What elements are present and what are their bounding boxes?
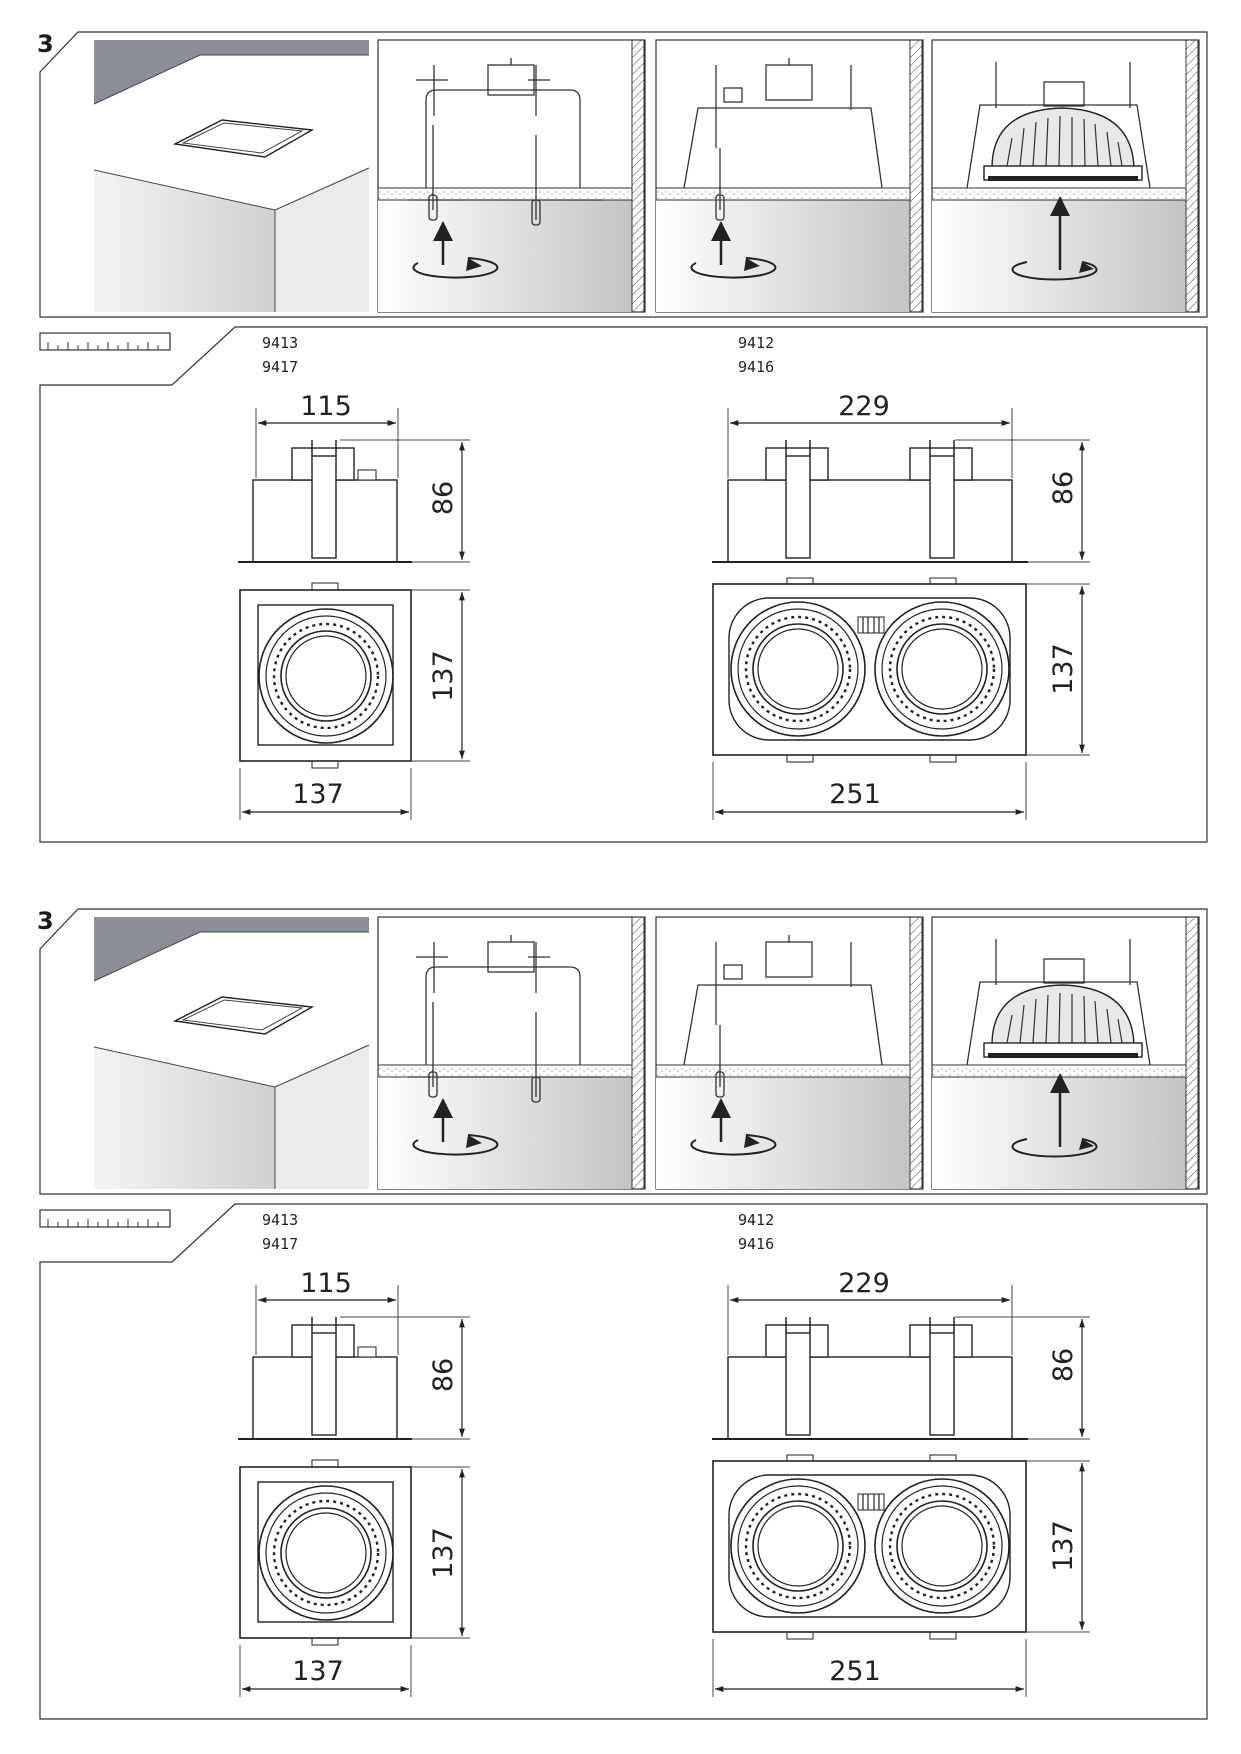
single-unit-front-width-dimension: 137	[239, 1645, 412, 1697]
model-number-double-a: 9412	[738, 1211, 774, 1229]
model-number-double-b: 9416	[738, 1235, 774, 1253]
rotation-arrow-icon	[1011, 261, 1098, 281]
steps-frame	[39, 31, 1208, 318]
model-number-single-a: 9413	[262, 1211, 298, 1229]
model-number-single-a: 9413	[262, 334, 298, 352]
single-unit-height-dimension: 86	[340, 1316, 470, 1440]
single-unit-height-dimension: 86	[340, 439, 470, 563]
single-unit-height-side-label: 86	[428, 1358, 459, 1392]
double-unit-width-front-label: 251	[829, 1656, 881, 1687]
ruler-icon	[39, 1209, 171, 1228]
ruler-icon	[39, 332, 171, 351]
instruction-sheet-1: 3	[37, 30, 1208, 843]
rotation-arrow-icon	[412, 257, 499, 279]
instruction-sheet-2: 3	[0, 877, 1241, 1754]
step-number: 3	[37, 907, 54, 935]
step-panel-insert	[377, 916, 646, 1190]
step-panel-insert	[377, 39, 646, 313]
double-unit-front-view	[712, 577, 1027, 763]
installation-diagram: 3	[37, 30, 1208, 843]
model-number-single-b: 9417	[262, 1235, 298, 1253]
double-unit-height-dimension: 86	[955, 439, 1090, 563]
single-unit-height-front-label: 137	[428, 1527, 459, 1579]
rotation-arrow-icon	[412, 1134, 499, 1156]
double-unit-height-dimension: 86	[955, 1316, 1090, 1440]
single-unit-front-view	[239, 582, 412, 769]
double-unit-height-front-label: 137	[1048, 1520, 1079, 1572]
single-unit-width-front-label: 137	[292, 779, 344, 810]
rotation-arrow-icon	[690, 1134, 777, 1156]
double-unit-width-front-label: 251	[829, 779, 881, 810]
lamp-reflector	[983, 107, 1143, 181]
double-unit-height-side-label: 86	[1048, 1348, 1079, 1382]
double-unit-width-top-label: 229	[838, 391, 890, 422]
dimensions-frame	[39, 1203, 1208, 1720]
single-unit-width-top-label: 115	[300, 1268, 352, 1299]
step-panel-tighten	[655, 916, 924, 1190]
double-unit-height-front-label: 137	[1048, 643, 1079, 695]
single-unit-width-front-label: 137	[292, 1656, 344, 1687]
single-unit-side-view	[238, 440, 412, 563]
model-number-double-a: 9412	[738, 334, 774, 352]
ceiling-cutout-illustration	[93, 40, 370, 312]
single-unit-front-width-dimension: 137	[239, 768, 412, 820]
model-number-single-b: 9417	[262, 358, 298, 376]
step-panel-tighten	[655, 39, 924, 313]
double-unit-front-height-dimension: 137	[1026, 1460, 1090, 1633]
rotation-arrow-icon	[690, 257, 777, 279]
double-unit-width-dimension: 229	[727, 1268, 1013, 1355]
step-panel-lamp	[931, 39, 1200, 313]
double-unit-width-top-label: 229	[838, 1268, 890, 1299]
step-number: 3	[37, 30, 54, 58]
single-unit-side-view	[238, 1317, 412, 1440]
double-unit-front-width-dimension: 251	[712, 1639, 1027, 1697]
model-number-double-b: 9416	[738, 358, 774, 376]
single-unit-front-view	[239, 1459, 412, 1646]
single-unit-width-top-label: 115	[300, 391, 352, 422]
single-unit-front-height-dimension: 137	[411, 589, 470, 762]
installation-diagram: 3	[37, 907, 1208, 1720]
single-unit-width-dimension: 115	[255, 1268, 399, 1355]
single-unit-height-side-label: 86	[428, 481, 459, 515]
double-unit-front-height-dimension: 137	[1026, 583, 1090, 756]
double-unit-front-width-dimension: 251	[712, 762, 1027, 820]
single-unit-width-dimension: 115	[255, 391, 399, 478]
steps-frame	[39, 908, 1208, 1195]
double-unit-front-view	[712, 1454, 1027, 1640]
dimensions-frame	[39, 326, 1208, 843]
single-unit-front-height-dimension: 137	[411, 1466, 470, 1639]
ceiling-cutout-illustration	[93, 917, 370, 1189]
double-unit-side-view	[712, 440, 1028, 563]
rotation-arrow-icon	[1011, 1138, 1098, 1158]
double-unit-height-side-label: 86	[1048, 471, 1079, 505]
step-panel-lamp	[931, 916, 1200, 1190]
single-unit-height-front-label: 137	[428, 650, 459, 702]
lamp-reflector	[983, 984, 1143, 1058]
double-unit-width-dimension: 229	[727, 391, 1013, 478]
double-unit-side-view	[712, 1317, 1028, 1440]
